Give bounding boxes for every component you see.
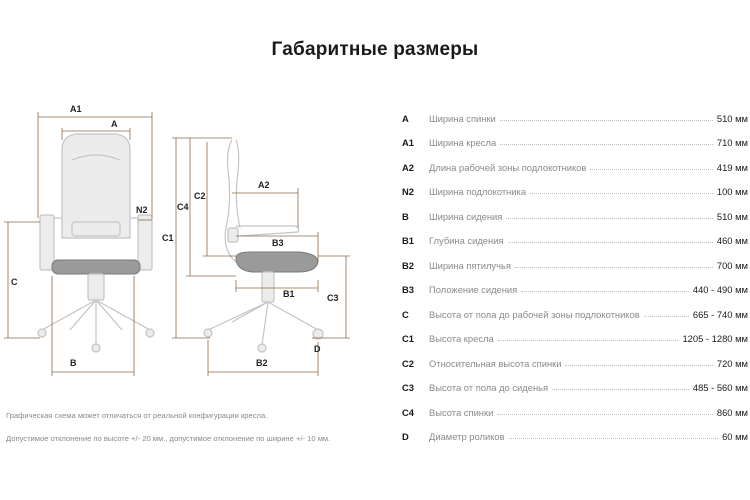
spec-code: C2	[402, 357, 414, 369]
label-C: C	[11, 277, 18, 287]
spec-code: C4	[402, 406, 414, 418]
spec-row-B3: B3 Положение сидения 440 - 490 мм	[396, 271, 748, 295]
notes: Графическая схема может отличаться от ре…	[6, 410, 356, 456]
spec-value: 60 мм	[722, 431, 748, 442]
dotted-leader	[499, 119, 713, 121]
spec-label: Ширина пятилучья	[429, 259, 511, 271]
spec-value: 510 мм	[716, 112, 748, 124]
label-B: B	[70, 358, 77, 368]
spec-row-C3: C3 Высота от пола до сиденья 485 - 560 мм	[396, 369, 748, 393]
spec-value: 460 мм	[716, 235, 748, 246]
dotted-leader	[497, 413, 713, 415]
spec-value: 485 - 560 мм	[692, 382, 748, 393]
dotted-leader	[590, 168, 713, 170]
spec-value: 510 мм	[716, 210, 748, 222]
spec-code: A2	[402, 161, 414, 173]
side-view-chair	[203, 139, 324, 353]
label-C4: C4	[177, 202, 189, 212]
dotted-leader	[643, 315, 689, 317]
spec-value: 100 мм	[716, 186, 748, 197]
spec-row-D: D Диаметр роликов 60 мм	[396, 418, 748, 442]
page-title: Габаритные размеры	[271, 39, 479, 60]
label-A: A	[111, 119, 118, 129]
label-B1: B1	[283, 289, 295, 299]
dotted-leader	[521, 291, 689, 292]
spec-code: B1	[402, 235, 414, 246]
dotted-leader	[508, 438, 719, 439]
spec-label: Относительная высота спинки	[429, 357, 562, 369]
spec-row-C2: C2 Относительная высота спинки 720 мм	[396, 344, 748, 369]
spec-row-B: B Ширина сидения 510 мм	[396, 197, 748, 222]
spec-label: Положение сидения	[429, 284, 518, 295]
dotted-leader	[500, 144, 713, 145]
front-view-chair	[37, 133, 155, 353]
dotted-leader	[565, 364, 713, 366]
spec-row-C4: C4 Высота спинки 860 мм	[396, 393, 748, 418]
spec-code: B3	[402, 284, 414, 295]
label-B2: B2	[256, 358, 268, 368]
label-N2: N2	[136, 205, 148, 215]
spec-code: B2	[402, 259, 414, 271]
label-A2: A2	[258, 180, 270, 190]
front-view-dimensions: A1 A N2 C B	[4, 104, 153, 376]
spec-label: Высота кресла	[429, 333, 494, 344]
label-A1: A1	[70, 104, 82, 114]
label-C1: C1	[162, 233, 174, 243]
spec-value: 665 - 740 мм	[692, 308, 748, 320]
label-D: D	[314, 344, 321, 354]
specs-list: A Ширина спинки 510 мм A1 Ширина кресла 710 …	[396, 99, 748, 443]
spec-code: B	[402, 210, 409, 222]
spec-code: N2	[402, 186, 414, 197]
note-tolerance: Допустимое отклонение по высоте +/- 20 м…	[6, 434, 331, 443]
spec-value: 440 - 490 мм	[692, 284, 748, 295]
spec-label: Глубина сидения	[429, 235, 504, 246]
side-view-dimensions: C1 C4 C2 A2 B3 B1 C3	[162, 137, 350, 376]
spec-value: 419 мм	[716, 161, 748, 173]
spec-row-A: A Ширина спинки 510 мм	[396, 99, 748, 124]
spec-row-A2: A2 Длина рабочей зоны подлокотников 419 мм	[396, 148, 748, 173]
dotted-leader	[497, 340, 679, 341]
spec-row-C1: C1 Высота кресла 1205 - 1280 мм	[396, 320, 748, 344]
spec-label: Ширина подлокотника	[429, 186, 527, 197]
dotted-leader	[514, 266, 713, 268]
spec-label: Высота от пола до рабочей зоны подлокотн…	[429, 308, 640, 320]
spec-value: 710 мм	[716, 137, 748, 148]
dotted-leader	[507, 242, 713, 243]
spec-row-C: C Высота от пола до рабочей зоны подлокот…	[396, 295, 748, 320]
dotted-leader	[552, 389, 689, 390]
spec-label: Высота от пола до сиденья	[429, 382, 549, 393]
spec-code: A1	[402, 137, 414, 148]
spec-code: D	[402, 431, 409, 442]
spec-value: 1205 - 1280 мм	[682, 333, 748, 344]
spec-code: C3	[402, 382, 414, 393]
dotted-leader	[506, 217, 713, 219]
spec-code: A	[402, 112, 409, 124]
label-B3: B3	[272, 238, 284, 248]
spec-row-B1: B1 Глубина сидения 460 мм	[396, 222, 748, 246]
spec-row-A1: A1 Ширина кресла 710 мм	[396, 124, 748, 148]
spec-label: Ширина спинки	[429, 112, 496, 124]
spec-code: C1	[402, 333, 414, 344]
note-scheme: Графическая схема может отличаться от ре…	[6, 411, 268, 420]
spec-value: 720 мм	[716, 357, 748, 369]
dotted-leader	[530, 193, 713, 194]
spec-label: Длина рабочей зоны подлокотников	[429, 161, 587, 173]
spec-value: 860 мм	[716, 406, 748, 418]
spec-value: 700 мм	[716, 259, 748, 271]
chair-dimensions-diagram: A1 A N2 C B	[0, 95, 380, 395]
label-C2: C2	[194, 191, 206, 201]
spec-row-B2: B2 Ширина пятилучья 700 мм	[396, 246, 748, 271]
spec-label: Ширина сидения	[429, 210, 503, 222]
label-C3: C3	[327, 293, 339, 303]
spec-row-N2: N2 Ширина подлокотника 100 мм	[396, 173, 748, 197]
spec-label: Диаметр роликов	[429, 431, 505, 442]
spec-code: C	[402, 308, 409, 320]
spec-label: Ширина кресла	[429, 137, 497, 148]
spec-label: Высота спинки	[429, 406, 494, 418]
